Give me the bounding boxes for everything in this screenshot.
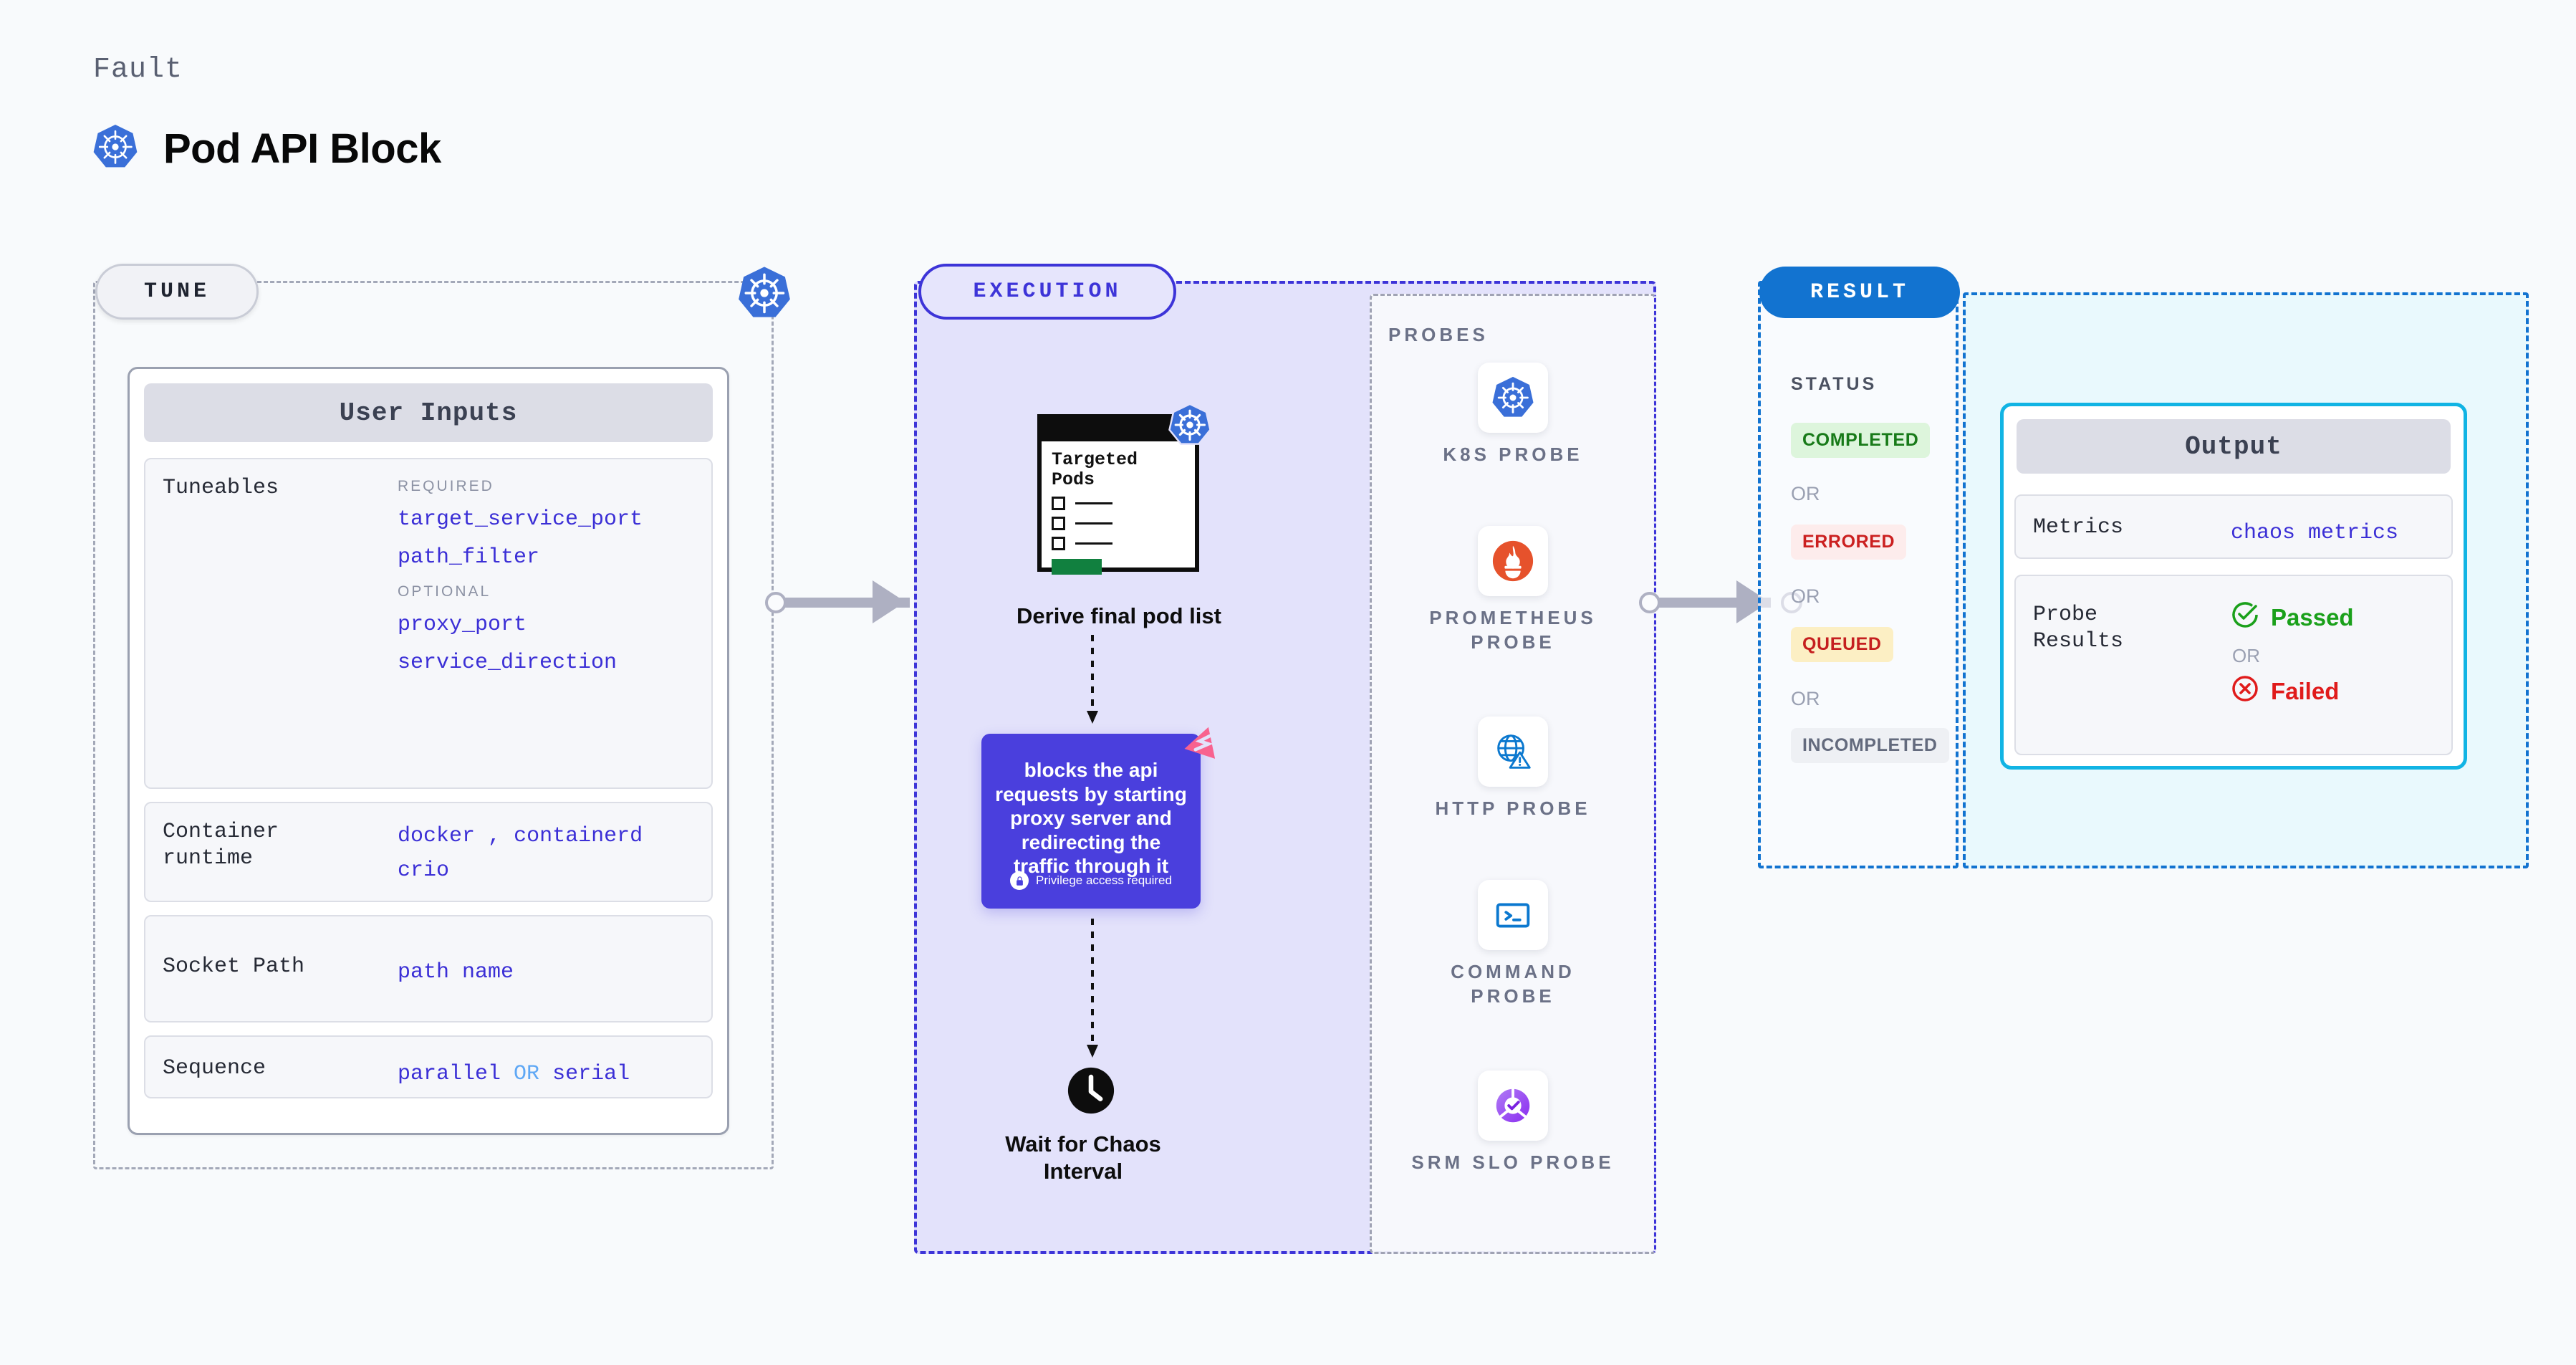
sequence-row: Sequence parallel OR serial xyxy=(144,1035,713,1098)
flow-arrow xyxy=(1087,919,1098,1058)
tuneable-value: proxy_port xyxy=(398,612,527,637)
privilege-note: Privilege access required xyxy=(981,871,1201,890)
targeted-pods-card: Targeted Pods xyxy=(1037,414,1199,575)
kubernetes-icon xyxy=(1478,363,1548,433)
probe-label: K8S PROBE xyxy=(1443,444,1583,465)
probe-item-srm-slo[interactable]: SRM SLO PROBE xyxy=(1405,1071,1620,1175)
probe-label: SRM SLO PROBE xyxy=(1411,1151,1615,1173)
check-circle-icon xyxy=(2231,600,2259,635)
probe-results-row: Probe Results Passed OR xyxy=(2014,575,2453,755)
status-badge-errored: ERRORED xyxy=(1791,525,1907,560)
output-title: Output xyxy=(2017,419,2451,474)
socket-path-value: path name xyxy=(398,960,514,985)
eyebrow-label: Fault xyxy=(93,54,183,86)
probe-item-http[interactable]: HTTP PROBE xyxy=(1405,717,1620,821)
runtime-value: containerd xyxy=(514,824,643,848)
wait-for-chaos-label: Wait for Chaos Interval xyxy=(1005,1131,1161,1184)
srm-slo-icon xyxy=(1478,1071,1548,1141)
probe-results-label: Probe Results xyxy=(2033,603,2124,653)
passed-label: Passed xyxy=(2271,604,2354,631)
chaos-action-box: blocks the api requests by starting prox… xyxy=(981,734,1201,909)
kubernetes-icon xyxy=(92,123,139,174)
checkbox-icon xyxy=(1052,517,1065,530)
litmus-chaos-icon xyxy=(1183,722,1224,762)
privilege-note-text: Privilege access required xyxy=(1036,873,1172,887)
tuneable-value: service_direction xyxy=(398,650,617,675)
chaos-action-text: blocks the api requests by starting prox… xyxy=(995,759,1187,878)
page-title-row: Pod API Block xyxy=(92,123,441,174)
sequence-label: Sequence xyxy=(163,1056,266,1081)
probe-result-failed: Failed xyxy=(2231,674,2354,709)
globe-warning-icon xyxy=(1478,717,1548,787)
status-badge-completed: COMPLETED xyxy=(1791,423,1931,458)
metrics-value: chaos metrics xyxy=(2231,521,2399,545)
pod-list-item xyxy=(1052,497,1185,510)
or-label: OR xyxy=(1791,585,1820,607)
page-title: Pod API Block xyxy=(163,125,441,172)
user-inputs-card: User Inputs Tuneables REQUIRED target_se… xyxy=(128,367,729,1135)
execution-pill-label: EXECUTION xyxy=(918,264,1176,320)
probe-label: HTTP PROBE xyxy=(1435,798,1591,819)
kubernetes-icon xyxy=(736,265,792,321)
pod-list-item xyxy=(1052,537,1185,550)
derive-pod-list-label: Derive final pod list xyxy=(1017,603,1221,628)
or-label: OR xyxy=(2232,645,2260,666)
pod-list-item xyxy=(1052,517,1185,530)
status-label: STATUS xyxy=(1791,374,1878,394)
terminal-icon xyxy=(1478,880,1548,950)
or-label: OR xyxy=(1791,483,1820,504)
x-circle-icon xyxy=(2231,674,2259,709)
clock-icon xyxy=(1066,1065,1116,1116)
socket-path-row: Socket Path path name xyxy=(144,915,713,1022)
status-badge-queued: QUEUED xyxy=(1791,627,1893,662)
tuneables-row: Tuneables REQUIRED target_service_port p… xyxy=(144,458,713,789)
checkbox-icon xyxy=(1052,497,1065,510)
probe-label: COMMAND PROBE xyxy=(1451,961,1575,1007)
tune-stage xyxy=(93,281,774,1169)
kubernetes-icon xyxy=(1168,403,1212,447)
runtime-value: docker xyxy=(398,824,476,848)
socket-path-label: Socket Path xyxy=(163,954,305,979)
probe-item-k8s[interactable]: K8S PROBE xyxy=(1405,363,1620,467)
container-runtime-row: Container runtime docker , containerd cr… xyxy=(144,802,713,902)
user-inputs-title: User Inputs xyxy=(144,383,713,442)
value-separator: , xyxy=(488,824,501,848)
flow-arrow xyxy=(1087,635,1098,724)
sequence-value: serial xyxy=(552,1062,630,1086)
metrics-label: Metrics xyxy=(2033,515,2124,540)
placeholder-line xyxy=(1075,542,1112,545)
failed-label: Failed xyxy=(2271,678,2340,704)
progress-bar xyxy=(1052,559,1102,575)
probe-result-passed: Passed xyxy=(2231,600,2354,635)
result-pill-label: RESULT xyxy=(1759,267,1960,318)
tuneables-label: Tuneables xyxy=(163,476,279,500)
probe-label: PROMETHEUS PROBE xyxy=(1429,607,1597,653)
status-badge-incompleted: INCOMPLETED xyxy=(1791,728,1949,763)
placeholder-line xyxy=(1075,502,1112,504)
sequence-or: OR xyxy=(514,1062,540,1086)
targeted-pods-title: Targeted Pods xyxy=(1052,449,1138,490)
result-stage xyxy=(1758,281,1959,868)
probes-title: PROBES xyxy=(1388,324,1489,345)
checkbox-icon xyxy=(1052,537,1065,550)
or-label: OR xyxy=(1791,688,1820,709)
tuneable-value: target_service_port xyxy=(398,507,643,532)
container-runtime-label: Container runtime xyxy=(163,820,279,871)
placeholder-line xyxy=(1075,522,1112,525)
required-tag: REQUIRED xyxy=(398,478,494,494)
tuneable-value: path_filter xyxy=(398,545,540,570)
optional-tag: OPTIONAL xyxy=(398,583,491,600)
prometheus-icon xyxy=(1478,526,1548,596)
lock-icon xyxy=(1010,871,1029,890)
probe-item-prometheus[interactable]: PROMETHEUS PROBE xyxy=(1405,526,1620,655)
runtime-value: crio xyxy=(398,858,450,883)
sequence-value: parallel xyxy=(398,1062,501,1086)
probe-item-command[interactable]: COMMAND PROBE xyxy=(1405,880,1620,1009)
metrics-row: Metrics chaos metrics xyxy=(2014,494,2453,559)
tune-pill-label: TUNE xyxy=(95,264,259,320)
